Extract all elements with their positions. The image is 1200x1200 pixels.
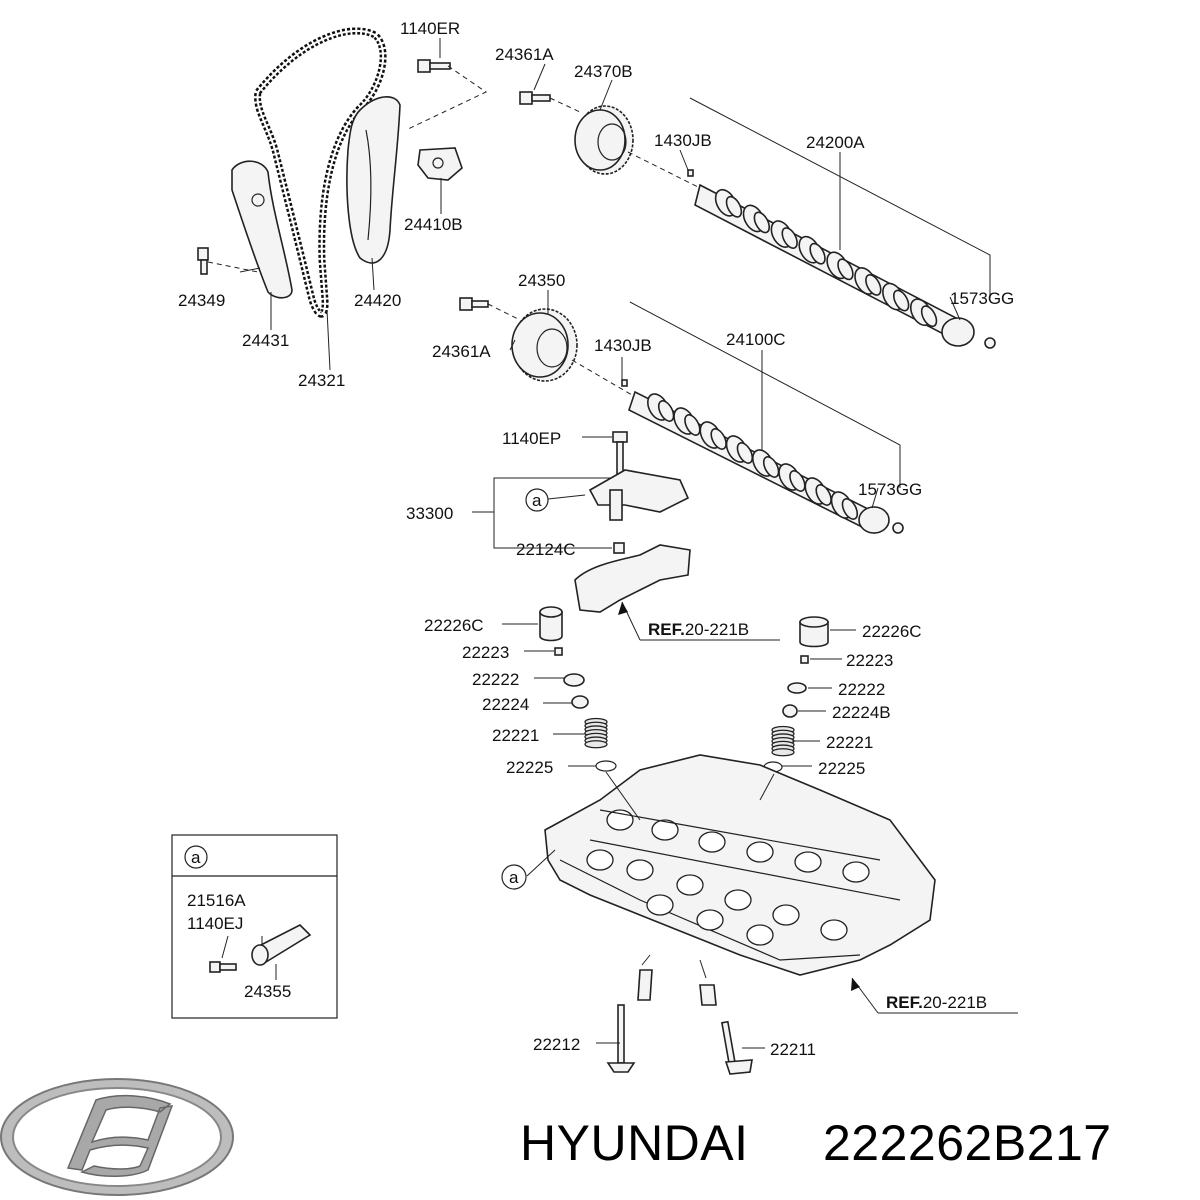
cam-sprocket-24350 — [511, 308, 578, 382]
part-labels: 1140ER 24361A 24370B 1430JB 24200A 24410… — [178, 19, 1014, 1059]
label-24200A: 24200A — [806, 133, 865, 152]
label-22124C: 22124C — [516, 540, 576, 559]
valve-guide-right — [699, 984, 717, 1006]
footer-part-number: 222262B217 — [823, 1115, 1112, 1171]
valve-stem-seal-right — [782, 704, 798, 718]
chain-tensioner — [417, 147, 463, 181]
valve-guide-left — [637, 969, 653, 1001]
callout-a-bottom-letter: a — [509, 868, 519, 887]
label-24420: 24420 — [354, 291, 401, 310]
label-24321: 24321 — [298, 371, 345, 390]
label-22212: 22212 — [533, 1035, 580, 1054]
bolt-1140ER — [417, 59, 451, 73]
label-22222-left: 22222 — [472, 670, 519, 689]
bolt-24361A-top — [519, 91, 551, 105]
label-22225-left: 22225 — [506, 758, 553, 777]
label-33300: 33300 — [406, 504, 453, 523]
label-1573GG-mid: 1573GG — [858, 480, 922, 499]
label-22224: 22224 — [482, 695, 529, 714]
label-1140EP: 1140EP — [502, 429, 561, 448]
inset-callout-letter: a — [191, 848, 201, 867]
label-22223-left: 22223 — [462, 643, 509, 662]
label-24349: 24349 — [178, 291, 225, 310]
camshaft-24200A — [687, 169, 996, 349]
camshaft-24100C — [621, 379, 904, 535]
bolt-24349 — [197, 247, 209, 275]
label-24410B: 24410B — [404, 215, 463, 234]
inset-box: a 21516A 1140EJ 24355 — [171, 834, 338, 1019]
svg-text:REF.20-221B: REF.20-221B — [886, 993, 987, 1012]
valve-cotter-left — [554, 647, 563, 656]
valve-cotter-right — [800, 655, 809, 664]
exhaust-valve — [606, 1004, 636, 1073]
ref-1-code: 20-221B — [685, 620, 749, 639]
label-24361A-mid: 24361A — [432, 342, 491, 361]
seal-22124C — [613, 542, 625, 554]
bolt-1140EJ — [209, 961, 237, 973]
label-22224B: 22224B — [832, 703, 891, 722]
valve-spring-left — [584, 717, 608, 749]
label-22226C-right: 22226C — [862, 622, 922, 641]
label-1430JB-top: 1430JB — [654, 131, 712, 150]
label-24370B: 24370B — [574, 62, 633, 81]
label-1573GG-top: 1573GG — [950, 289, 1014, 308]
label-22222-right: 22222 — [838, 680, 885, 699]
chain-guide — [346, 96, 401, 264]
label-1140ER: 1140ER — [400, 19, 460, 38]
timing-chain — [254, 27, 387, 318]
footer-brand: HYUNDAI — [520, 1115, 749, 1171]
tensioner-arm — [231, 160, 293, 299]
label-24431: 24431 — [242, 331, 289, 350]
label-24100C: 24100C — [726, 330, 786, 349]
ref-1-bold: REF. — [648, 620, 685, 639]
ref-2-bold: REF. — [886, 993, 923, 1012]
spring-retainer-right — [787, 682, 807, 694]
valve-stem-seal-left — [571, 695, 589, 709]
inset-label-24355: 24355 — [244, 982, 291, 1001]
ref-2-code: 20-221B — [923, 993, 987, 1012]
label-1430JB-mid: 1430JB — [594, 336, 652, 355]
spring-seat-left — [595, 760, 617, 772]
valve-tappet-right — [799, 616, 829, 648]
callout-a-top-letter: a — [532, 491, 542, 510]
intake-valve — [720, 1020, 753, 1075]
spring-retainer-left — [563, 673, 585, 687]
inset-label-1140EJ: 1140EJ — [187, 914, 243, 933]
cam-cap — [574, 544, 691, 613]
ref-label-2: REF.20-221B — [886, 993, 987, 1012]
cylinder-head — [544, 754, 936, 976]
valve-tappet-left — [539, 606, 563, 642]
oil-control-valve — [251, 924, 312, 966]
callout-a-bottom: a — [501, 864, 527, 890]
callout-a-top: a — [525, 488, 549, 512]
cam-sprocket-24370B — [574, 105, 634, 175]
bolt-24361A-mid — [459, 297, 489, 311]
label-22221-right: 22221 — [826, 733, 873, 752]
leader-lines — [239, 38, 1018, 1049]
valve-spring-right — [771, 725, 795, 757]
oil-control-valve-bracket — [588, 469, 690, 521]
label-22225-right: 22225 — [818, 759, 865, 778]
label-22223-right: 22223 — [846, 651, 893, 670]
label-22221-left: 22221 — [492, 726, 539, 745]
label-22226C-left: 22226C — [424, 616, 484, 635]
hyundai-logo — [0, 1078, 234, 1196]
svg-text:REF.20-221B: REF.20-221B — [648, 620, 749, 639]
inset-label-21516A: 21516A — [187, 891, 246, 910]
label-24350: 24350 — [518, 271, 565, 290]
ref-label-1: REF.20-221B — [648, 620, 749, 639]
label-24361A-top: 24361A — [495, 45, 554, 64]
label-22211: 22211 — [770, 1040, 816, 1059]
